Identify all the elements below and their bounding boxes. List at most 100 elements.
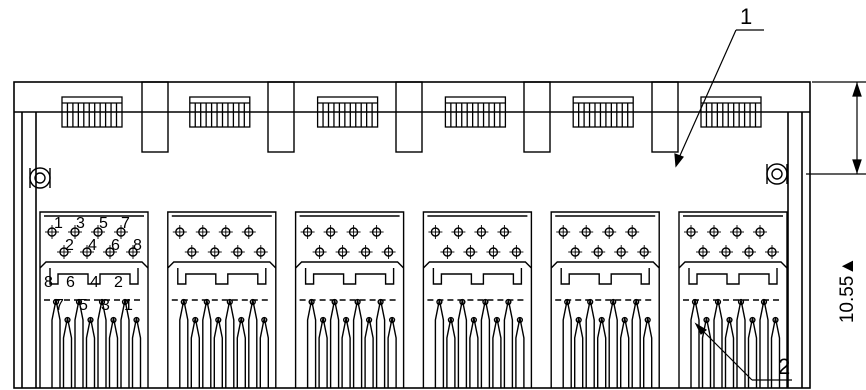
jack-opening: [49, 268, 139, 285]
port-step: [422, 261, 532, 269]
contact-finger: [364, 317, 374, 388]
contact-finger: [503, 299, 514, 388]
contact-tip: [192, 316, 199, 324]
contact-finger: [387, 317, 397, 388]
contact-tip: [343, 316, 350, 324]
contact-tip: [447, 316, 455, 324]
contact-finger: [62, 317, 73, 388]
pin-label: 6: [111, 237, 120, 254]
contact-finger: [179, 299, 189, 388]
contact-finger: [202, 299, 212, 388]
contact-finger: [469, 317, 479, 388]
mounting-post-left: [29, 167, 51, 189]
contact-finger: [213, 317, 223, 388]
rj45-port: [550, 211, 660, 388]
contact-finger: [620, 317, 630, 388]
contact-finger: [608, 299, 618, 388]
contact-finger: [329, 299, 340, 388]
grill-frame: [316, 96, 379, 128]
port-outline: [678, 211, 788, 388]
rj45-port: [39, 211, 149, 388]
contact-tip: [98, 298, 106, 306]
grill-frame: [61, 96, 123, 128]
pin-label: 5: [79, 297, 88, 314]
contact-finger: [457, 299, 468, 388]
rj45-port: [422, 211, 533, 388]
contact-finger: [690, 299, 700, 388]
contact-tip: [470, 316, 478, 324]
contact-tip: [226, 298, 233, 306]
contact-tip: [633, 298, 640, 306]
contact-tip: [493, 316, 501, 324]
contact-tip: [505, 298, 512, 306]
grill-frame: [700, 96, 762, 128]
contact-finger: [631, 299, 641, 388]
contact-tip: [749, 316, 756, 324]
contact-finger: [248, 299, 258, 388]
pin-label: 2: [65, 237, 74, 254]
grill-frame: [189, 96, 251, 128]
port-step: [167, 261, 277, 269]
contact-finger: [225, 299, 235, 388]
pin-label: 6: [66, 274, 75, 291]
jack-opening: [177, 268, 267, 285]
grill-frame: [572, 96, 634, 128]
pin-label: 7: [121, 215, 130, 232]
contact-tip: [516, 316, 524, 324]
led-grill: [572, 96, 634, 128]
dimension-label: 10.55▲: [837, 257, 858, 323]
pin-label: 4: [88, 237, 97, 254]
jack-opening: [432, 268, 523, 285]
contact-tip: [436, 298, 443, 306]
contact-tip: [64, 316, 71, 324]
jack-opening: [688, 268, 778, 285]
callout-2-label: 2: [778, 354, 790, 379]
contact-tip: [575, 316, 582, 324]
contact-finger: [562, 299, 572, 388]
contact-finger: [643, 317, 653, 388]
contact-tip: [331, 298, 338, 306]
pin-label: 2: [114, 274, 123, 291]
contact-tip: [598, 316, 605, 324]
contact-finger: [759, 299, 769, 388]
contact-tip: [760, 298, 768, 306]
contact-tip: [459, 298, 466, 306]
pin-label: 5: [99, 215, 108, 232]
contact-tip: [320, 316, 327, 324]
contact-finger: [446, 317, 456, 388]
contact-finger: [724, 317, 735, 388]
contact-finger: [480, 299, 491, 388]
grill-frame: [444, 96, 507, 128]
contact-finger: [515, 317, 525, 388]
contact-tip: [714, 298, 722, 306]
contact-tip: [587, 298, 594, 306]
contact-finger: [434, 299, 445, 388]
contact-finger: [108, 317, 119, 388]
contact-finger: [736, 299, 746, 388]
port-step: [550, 261, 660, 269]
contact-tip: [354, 298, 361, 306]
top-latch-blocks: [141, 81, 679, 153]
contact-tip: [737, 298, 745, 306]
mounting-post-right: [766, 163, 788, 185]
contact-tip: [215, 316, 222, 324]
contact-tip: [703, 316, 710, 324]
port-array: [39, 211, 788, 388]
dimension-marker: ▲: [837, 257, 858, 276]
contact-tip: [644, 316, 651, 324]
port-outline: [422, 211, 533, 388]
contact-tip: [377, 298, 384, 306]
pin-label: 8: [133, 237, 142, 254]
port-outline: [294, 211, 405, 388]
jack-opening: [304, 268, 395, 285]
contact-tip: [180, 298, 187, 306]
contact-tip: [52, 298, 60, 306]
contact-tip: [308, 298, 315, 306]
contact-finger: [236, 317, 246, 388]
led-grill: [316, 96, 379, 128]
contact-tip: [366, 316, 373, 324]
led-grill: [700, 96, 762, 128]
pin-label: 8: [44, 274, 53, 291]
led-grills: [61, 96, 762, 128]
